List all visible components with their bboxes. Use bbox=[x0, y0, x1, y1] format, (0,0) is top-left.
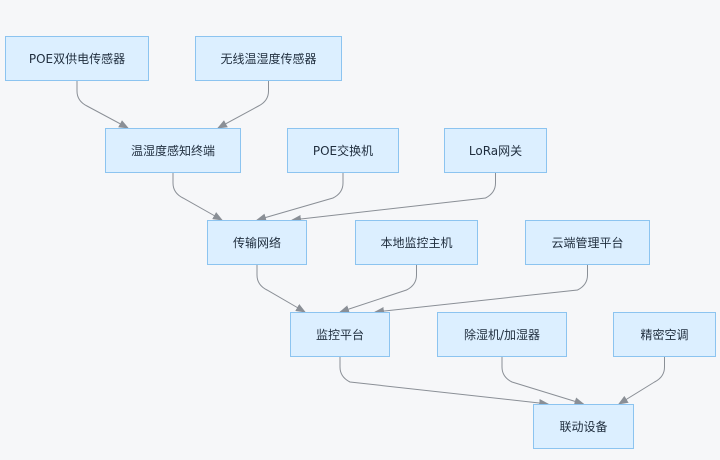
edge-dehumidifier-to-linkage bbox=[501, 357, 585, 406]
node-cloud-platform[interactable]: 云端管理平台 bbox=[525, 220, 650, 265]
node-label: 监控平台 bbox=[315, 328, 364, 342]
node-dehumidifier[interactable]: 除湿机/加湿器 bbox=[437, 312, 567, 357]
node-label: 无线温湿度传感器 bbox=[220, 52, 317, 66]
node-label: 传输网络 bbox=[232, 236, 281, 250]
node-label: 云端管理平台 bbox=[551, 236, 624, 250]
node-label: POE交换机 bbox=[312, 144, 374, 158]
node-label: 温湿度感知终端 bbox=[130, 144, 215, 158]
node-network[interactable]: 传输网络 bbox=[207, 220, 307, 265]
node-poe-sensor[interactable]: POE双供电传感器 bbox=[5, 36, 149, 81]
edge-ac-to-linkage bbox=[617, 357, 665, 405]
node-label: LoRa网关 bbox=[468, 144, 523, 158]
node-label: 联动设备 bbox=[559, 420, 608, 434]
edge-cloud-to-platform bbox=[374, 265, 588, 316]
edge-platform-to-linkage bbox=[339, 357, 550, 407]
edge-terminal-to-network bbox=[172, 173, 223, 221]
node-precision-ac[interactable]: 精密空调 bbox=[613, 312, 716, 357]
node-label: 除湿机/加湿器 bbox=[463, 328, 541, 342]
edge-network-to-platform bbox=[256, 265, 306, 313]
node-monitor-platform[interactable]: 监控平台 bbox=[290, 312, 390, 357]
edge-poe_sensor-to-terminal bbox=[76, 81, 129, 129]
node-wireless-sensor[interactable]: 无线温湿度传感器 bbox=[195, 36, 342, 81]
node-label: 精密空调 bbox=[640, 328, 689, 342]
edge-lora_gateway-to-network bbox=[291, 173, 496, 223]
edge-poe_switch-to-network bbox=[256, 173, 344, 222]
node-label: 本地监控主机 bbox=[380, 236, 453, 250]
node-terminal[interactable]: 温湿度感知终端 bbox=[105, 128, 241, 173]
edge-wireless_sensor-to-terminal bbox=[217, 81, 269, 129]
node-label: POE双供电传感器 bbox=[28, 52, 126, 66]
node-poe-switch[interactable]: POE交换机 bbox=[287, 128, 399, 173]
node-linkage-device[interactable]: 联动设备 bbox=[533, 404, 634, 449]
node-local-host[interactable]: 本地监控主机 bbox=[355, 220, 478, 265]
edge-local_host-to-platform bbox=[339, 265, 417, 313]
node-lora-gateway[interactable]: LoRa网关 bbox=[444, 128, 547, 173]
